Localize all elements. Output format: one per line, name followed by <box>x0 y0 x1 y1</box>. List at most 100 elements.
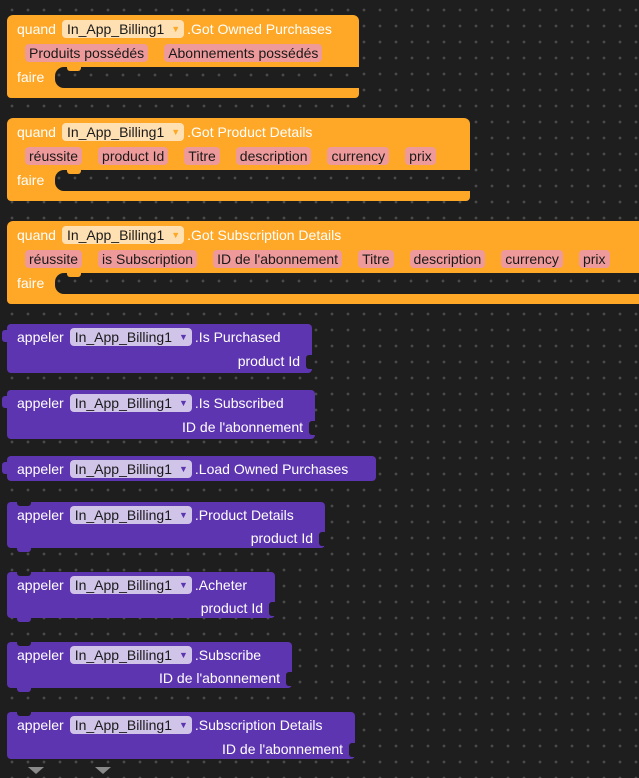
event-block-got-owned-purchases[interactable]: quand In_App_Billing1 ▼ .Got Owned Purch… <box>7 15 359 98</box>
method-name: .Subscribe <box>194 647 262 663</box>
component-name: In_App_Billing1 <box>66 21 165 37</box>
call-label: appeler <box>17 577 64 593</box>
method-block-subscription-details[interactable]: appeler In_App_Billing1 ▼ .Subscription … <box>7 712 355 759</box>
triangle-down-icon[interactable] <box>95 767 111 774</box>
component-dropdown[interactable]: In_App_Billing1 ▼ <box>69 460 192 478</box>
event-block-got-product-details[interactable]: quand In_App_Billing1 ▼ .Got Product Det… <box>7 118 470 201</box>
call-label: appeler <box>17 717 64 733</box>
method-block-acheter[interactable]: appeler In_App_Billing1 ▼ .Acheter produ… <box>7 572 275 622</box>
param-currency[interactable]: currency <box>327 147 390 165</box>
call-label: appeler <box>17 395 64 411</box>
call-label: appeler <box>17 329 64 345</box>
when-label: quand <box>17 227 56 243</box>
component-dropdown[interactable]: In_App_Billing1 ▼ <box>69 328 192 346</box>
do-label: faire <box>17 275 45 291</box>
param-product-id[interactable]: product Id <box>98 147 169 165</box>
input-socket[interactable] <box>269 602 275 616</box>
when-label: quand <box>17 21 56 37</box>
chevron-down-icon: ▼ <box>179 650 188 660</box>
param-titre[interactable]: Titre <box>358 250 394 268</box>
method-block-subscribe[interactable]: appeler In_App_Billing1 ▼ .Subscribe ID … <box>7 642 292 692</box>
method-name: .Product Details <box>194 507 294 523</box>
method-block-is-purchased[interactable]: appeler In_App_Billing1 ▼ .Is Purchased … <box>2 324 312 373</box>
input-socket[interactable] <box>349 743 355 757</box>
param-currency[interactable]: currency <box>501 250 563 268</box>
component-name: In_App_Billing1 <box>74 461 172 477</box>
component-dropdown[interactable]: In_App_Billing1 ▼ <box>61 20 185 38</box>
arg-label: ID de l'abonnement <box>222 741 343 757</box>
param-titre[interactable]: Titre <box>184 147 220 165</box>
chevron-down-icon: ▼ <box>179 332 188 342</box>
chevron-down-icon: ▼ <box>171 127 181 137</box>
event-name: .Got Subscription Details <box>187 227 342 243</box>
component-name: In_App_Billing1 <box>74 577 172 593</box>
component-name: In_App_Billing1 <box>74 507 172 523</box>
chevron-down-icon: ▼ <box>171 230 181 240</box>
param-produits-possedes[interactable]: Produits possédés <box>25 44 149 62</box>
param-description[interactable]: description <box>409 250 486 268</box>
next-connector <box>17 688 31 692</box>
call-label: appeler <box>17 647 64 663</box>
output-plug <box>2 462 7 474</box>
component-name: In_App_Billing1 <box>74 717 172 733</box>
method-name: .Acheter <box>194 577 248 593</box>
component-dropdown[interactable]: In_App_Billing1 ▼ <box>69 394 192 412</box>
event-name: .Got Owned Purchases <box>187 21 332 37</box>
param-abonnements-possedes[interactable]: Abonnements possédés <box>164 44 323 62</box>
statement-slot[interactable] <box>55 273 639 294</box>
previous-connector <box>17 642 31 646</box>
method-block-load-owned-purchases[interactable]: appeler In_App_Billing1 ▼ .Load Owned Pu… <box>2 456 376 481</box>
chevron-down-icon: ▼ <box>179 464 188 474</box>
event-name: .Got Product Details <box>187 124 313 140</box>
method-name: .Is Purchased <box>194 329 281 345</box>
arg-label: product Id <box>250 530 313 546</box>
method-name: .Is Subscribed <box>194 395 284 411</box>
chevron-down-icon: ▼ <box>179 510 188 520</box>
event-block-got-subscription-details[interactable]: quand In_App_Billing1 ▼ .Got Subscriptio… <box>7 221 639 304</box>
component-name: In_App_Billing1 <box>74 647 172 663</box>
method-block-is-subscribed[interactable]: appeler In_App_Billing1 ▼ .Is Subscribed… <box>2 390 315 439</box>
triangle-down-icon[interactable] <box>28 767 44 774</box>
input-socket[interactable] <box>319 532 325 546</box>
arg-label: ID de l'abonnement <box>182 419 303 435</box>
statement-slot[interactable] <box>55 170 470 191</box>
arg-label: ID de l'abonnement <box>159 670 280 686</box>
input-socket[interactable] <box>286 672 292 686</box>
param-description[interactable]: description <box>235 147 312 165</box>
slot-notch <box>67 67 81 71</box>
component-dropdown[interactable]: In_App_Billing1 ▼ <box>61 123 185 141</box>
chevron-down-icon: ▼ <box>179 580 188 590</box>
component-dropdown[interactable]: In_App_Billing1 ▼ <box>61 226 185 244</box>
statement-slot[interactable] <box>55 67 359 88</box>
param-reussite[interactable]: réussite <box>25 147 83 165</box>
do-label: faire <box>17 69 45 85</box>
param-prix[interactable]: prix <box>405 147 436 165</box>
next-connector <box>17 548 31 552</box>
param-subscription-id[interactable]: ID de l'abonnement <box>213 250 343 268</box>
component-name: In_App_Billing1 <box>74 329 172 345</box>
output-plug <box>2 396 7 408</box>
method-name: .Load Owned Purchases <box>194 461 349 477</box>
slot-notch <box>67 170 81 174</box>
input-socket[interactable] <box>309 421 315 435</box>
previous-connector <box>17 502 31 506</box>
do-label: faire <box>17 172 45 188</box>
input-socket[interactable] <box>306 355 312 369</box>
component-dropdown[interactable]: In_App_Billing1 ▼ <box>69 506 192 524</box>
param-is-subscription[interactable]: is Subscription <box>98 250 198 268</box>
param-prix[interactable]: prix <box>578 250 610 268</box>
component-name: In_App_Billing1 <box>74 395 172 411</box>
component-dropdown[interactable]: In_App_Billing1 ▼ <box>69 576 192 594</box>
param-reussite[interactable]: réussite <box>25 250 83 268</box>
component-dropdown[interactable]: In_App_Billing1 ▼ <box>69 646 192 664</box>
component-name: In_App_Billing1 <box>66 124 165 140</box>
arg-label: product Id <box>200 600 263 616</box>
slot-notch <box>67 273 81 277</box>
method-name: .Subscription Details <box>194 717 323 733</box>
component-dropdown[interactable]: In_App_Billing1 ▼ <box>69 716 192 734</box>
method-block-product-details[interactable]: appeler In_App_Billing1 ▼ .Product Detai… <box>7 502 325 552</box>
call-label: appeler <box>17 507 64 523</box>
previous-connector <box>17 572 31 576</box>
chevron-down-icon: ▼ <box>179 720 188 730</box>
